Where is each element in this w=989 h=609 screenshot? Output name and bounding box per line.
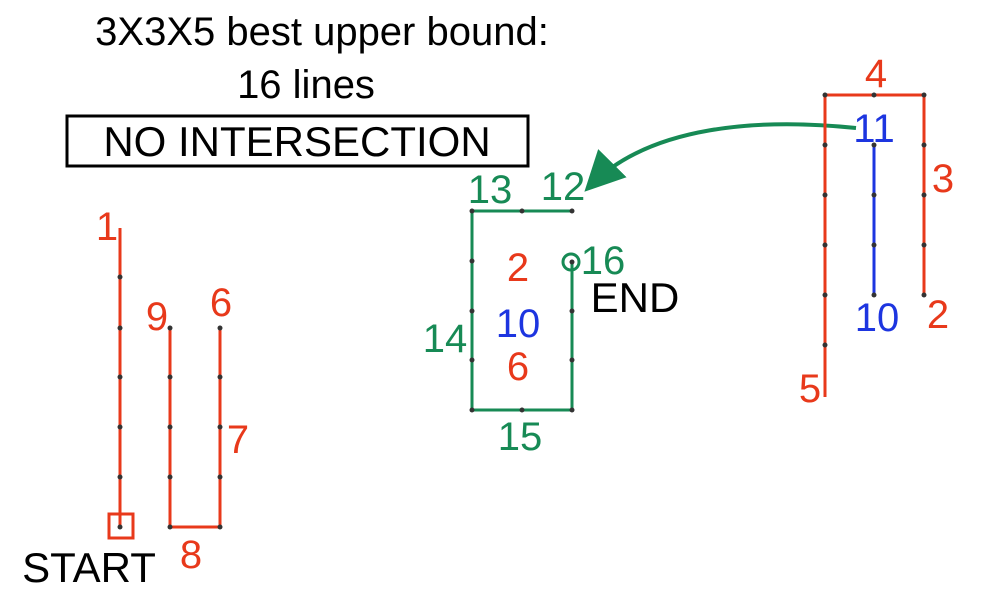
- label-mid-red-2: 2: [507, 246, 529, 290]
- label-red-6-left: 6: [210, 281, 232, 325]
- label-red-4: 4: [865, 52, 887, 96]
- label-green-16: 16: [581, 239, 626, 283]
- left-dots: [117, 274, 223, 530]
- label-blue-10-right: 10: [855, 296, 900, 340]
- no-intersection-label: NO INTERSECTION: [103, 118, 490, 165]
- label-mid-red-6: 6: [507, 345, 529, 389]
- label-green-12: 12: [541, 165, 586, 209]
- title-line-2: 16 lines: [237, 63, 375, 107]
- label-red-9: 9: [146, 295, 168, 339]
- start-marker: [107, 512, 135, 540]
- label-red-2-right: 2: [927, 293, 949, 337]
- start-label: START: [22, 544, 156, 591]
- no-intersection-box: [65, 114, 530, 168]
- right-dots: [822, 92, 927, 348]
- end-label: END: [591, 274, 680, 321]
- label-blue-11: 11: [853, 107, 895, 151]
- label-red-7: 7: [227, 418, 249, 462]
- label-green-13: 13: [468, 168, 513, 212]
- end-marker: [561, 252, 581, 272]
- label-red-3: 3: [932, 157, 954, 201]
- label-green-15: 15: [498, 415, 543, 459]
- label-red-1: 1: [96, 205, 118, 249]
- middle-dots: [469, 208, 575, 413]
- label-green-14: 14: [423, 317, 468, 361]
- label-red-5: 5: [799, 367, 821, 411]
- connector-arrow: [584, 122, 857, 192]
- label-red-8: 8: [180, 533, 202, 577]
- label-mid-blue-10: 10: [496, 302, 541, 346]
- title-line-1: 3X3X5 best upper bound:: [95, 10, 549, 54]
